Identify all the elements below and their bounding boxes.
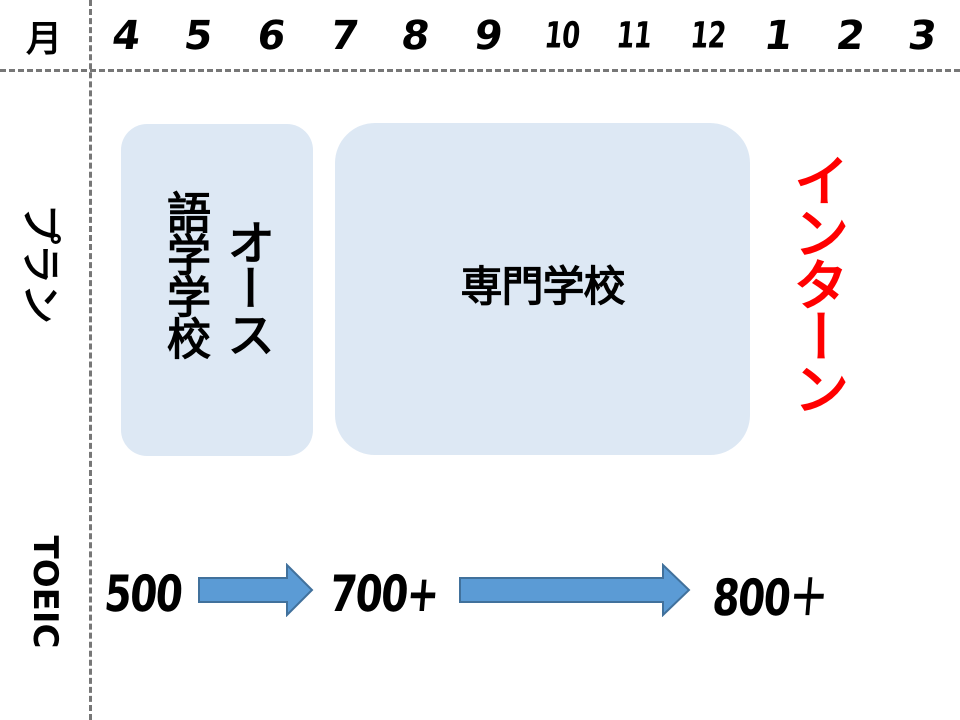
month-7: 7 bbox=[327, 13, 361, 59]
month-2: 2 bbox=[833, 13, 867, 59]
horizontal-guide-line bbox=[0, 69, 960, 72]
month-5: 5 bbox=[181, 13, 215, 59]
toeic-score-mid: 700+ bbox=[327, 565, 441, 623]
month-12: 12 bbox=[688, 15, 728, 57]
arrow-right-icon bbox=[198, 563, 314, 617]
month-8: 8 bbox=[398, 13, 432, 59]
month-6: 6 bbox=[254, 13, 288, 59]
toeic-score-goal: 800＋ bbox=[710, 569, 830, 627]
vocational-school-text: 専門学校 bbox=[460, 261, 625, 311]
vocational-school-block: 専門学校 bbox=[335, 123, 750, 455]
month-9: 9 bbox=[471, 13, 505, 59]
month-header-row: 月 4 5 6 7 8 9 10 11 12 1 2 3 bbox=[0, 0, 960, 68]
month-10: 10 bbox=[542, 15, 582, 57]
toeic-row-label: TOEIC bbox=[25, 535, 65, 649]
month-label: 月 bbox=[25, 19, 63, 60]
month-1: 1 bbox=[761, 13, 795, 59]
language-school-block bbox=[121, 124, 313, 456]
country-text: オース bbox=[218, 218, 274, 356]
month-4: 4 bbox=[109, 13, 143, 59]
month-3: 3 bbox=[905, 13, 939, 59]
plan-row-label: プラン bbox=[17, 204, 63, 324]
month-11: 11 bbox=[614, 15, 654, 57]
toeic-score-start: 500 bbox=[102, 565, 184, 623]
language-school-text: 語学学校 bbox=[159, 190, 210, 358]
arrow-right-icon bbox=[459, 563, 691, 617]
internship-text: インターン bbox=[784, 152, 849, 412]
vertical-guide-line bbox=[89, 0, 92, 720]
